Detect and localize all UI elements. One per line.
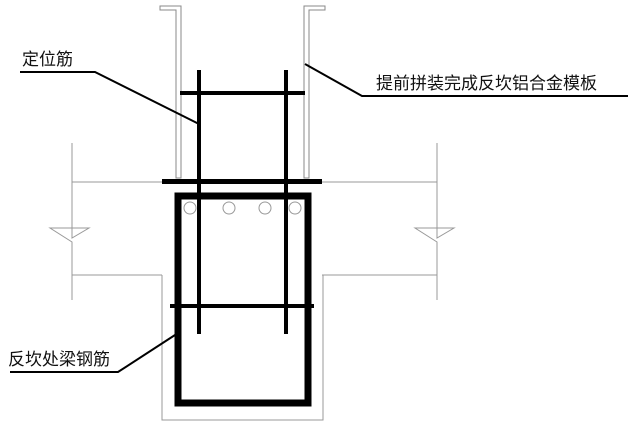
- leader-positioning-bar: [20, 71, 200, 125]
- beam-stirrup: [174, 192, 312, 407]
- base-plate: [162, 179, 322, 184]
- label-beam-rebar: 反坎处梁钢筋: [8, 350, 110, 370]
- left-break-line: [48, 143, 91, 300]
- beam-groove: [161, 275, 324, 421]
- label-aluminum-formwork: 提前拼装完成反坎铝合金模板: [376, 74, 597, 94]
- slab-outline: [48, 143, 456, 300]
- right-break-line: [413, 143, 456, 300]
- leader-lines: [10, 63, 628, 373]
- leader-formwork: [304, 63, 628, 97]
- longitudinal-bars: [183, 201, 302, 215]
- positioning-bars: [170, 70, 314, 334]
- aluminum-formwork: [159, 5, 326, 179]
- leader-beam-rebar: [10, 334, 176, 373]
- label-positioning-bar: 定位筋: [22, 50, 73, 70]
